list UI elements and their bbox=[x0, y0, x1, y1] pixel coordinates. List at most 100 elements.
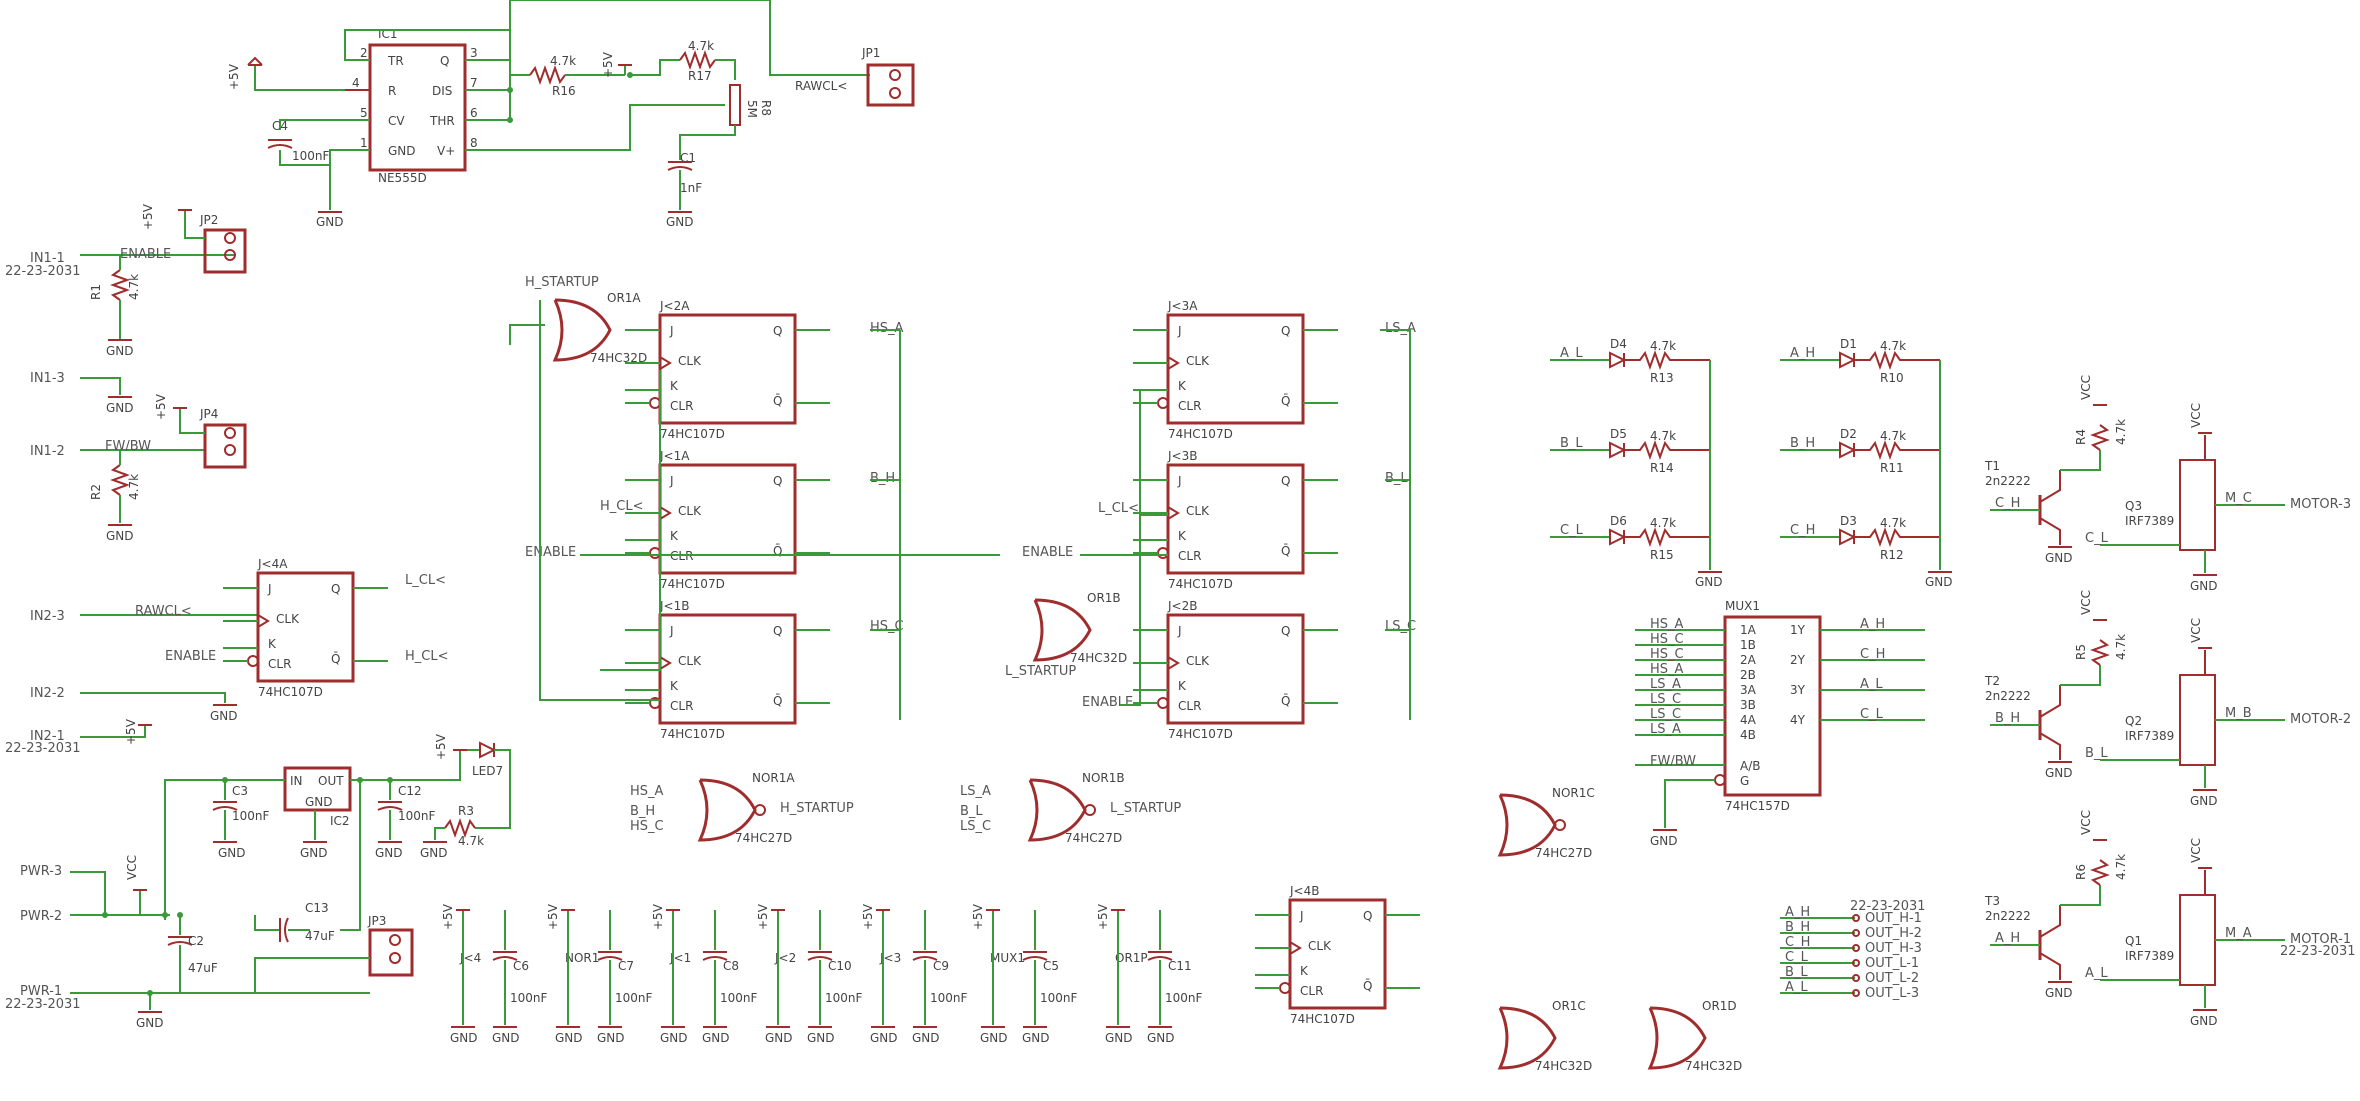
gnd-label: GND bbox=[702, 1031, 730, 1045]
net-label: LS_A bbox=[960, 784, 991, 799]
gnd-label: GND bbox=[2045, 766, 2073, 780]
ff-pin: K bbox=[1178, 529, 1187, 543]
gate-label: NOR1C bbox=[1552, 786, 1595, 800]
r8-label: R8 bbox=[759, 100, 773, 116]
net-label: FW/BW bbox=[1650, 754, 1696, 769]
transistor-value: 2n2222 bbox=[1985, 909, 2031, 923]
supply-label: +5V bbox=[227, 63, 241, 90]
gate-label: NOR1A bbox=[752, 771, 795, 785]
gate-part: 74HC32D bbox=[1535, 1059, 1592, 1073]
conn-in11: IN1-1 bbox=[30, 251, 65, 266]
ff-pin: Q̄ bbox=[773, 394, 782, 408]
resistor-value: 4.7k bbox=[2114, 419, 2128, 445]
gnd-label: GND bbox=[1925, 575, 1953, 589]
ff-part: 74HC107D bbox=[1168, 727, 1233, 741]
ff-label: J<3B bbox=[1167, 449, 1197, 463]
ff-pin: J bbox=[669, 324, 674, 338]
resistor-label: R13 bbox=[1650, 371, 1674, 385]
conn-part: 22-23-2031 bbox=[5, 264, 81, 279]
cap-label: C5 bbox=[1043, 959, 1059, 973]
ic-power-label: MUX1 bbox=[990, 951, 1025, 965]
gate-label: NOR1B bbox=[1082, 771, 1125, 785]
cap-value: 100nF bbox=[510, 991, 548, 1005]
transistor-label: T2 bbox=[1984, 674, 2000, 688]
ff-pin: Q̄ bbox=[773, 694, 782, 708]
gnd-label: GND bbox=[218, 846, 246, 860]
gnd-label: GND bbox=[106, 401, 134, 415]
resistor-value: 4.7k bbox=[2114, 854, 2128, 880]
gate-group: OR1A74HC32DOR1B74HC32DOR1C74HC32DOR1D74H… bbox=[552, 291, 1742, 1073]
net-label: L_CL< bbox=[405, 573, 446, 588]
net-label: B_H bbox=[630, 804, 655, 819]
net-label: FW/BW bbox=[105, 439, 151, 454]
ff-pin: Q̄ bbox=[1281, 694, 1290, 708]
net-label: H_CL< bbox=[600, 499, 644, 514]
led-label: D1 bbox=[1840, 337, 1857, 351]
ff-pin: CLR bbox=[670, 399, 693, 413]
ic-power-label: J<2 bbox=[774, 951, 796, 965]
mosfet-value: IRF7389 bbox=[2125, 514, 2174, 528]
ff-pin: J bbox=[1177, 624, 1182, 638]
ic1-value: NE555D bbox=[378, 171, 427, 185]
net-label: A_L bbox=[1560, 346, 1583, 361]
net-label: HS_C bbox=[1650, 632, 1684, 647]
gnd-label: GND bbox=[2190, 794, 2218, 808]
gnd-label: GND bbox=[492, 1031, 520, 1045]
led-label: D6 bbox=[1610, 514, 1627, 528]
jp1-label: JP1 bbox=[861, 46, 880, 60]
net-label: C_H bbox=[1790, 523, 1815, 538]
resistor-label: R6 bbox=[2074, 864, 2088, 880]
ic-power-label: NOR1 bbox=[565, 951, 599, 965]
supply-label: VCC bbox=[2079, 590, 2093, 615]
resistor-label: R4 bbox=[2074, 429, 2088, 445]
net-label: HS_C bbox=[630, 819, 664, 834]
ic1-pin-tr: TR bbox=[387, 54, 404, 68]
ff-pin: Q bbox=[773, 324, 782, 338]
nor-gate: NOR1A 74HC27D bbox=[697, 771, 795, 845]
ic2-out: OUT bbox=[318, 774, 344, 788]
net-label: RAWCL< bbox=[795, 79, 847, 93]
conn-in22: IN2-2 bbox=[30, 686, 65, 701]
gate-part: 74HC32D bbox=[1070, 651, 1127, 665]
supply-label: +5V bbox=[124, 718, 138, 745]
gate-part: 74HC27D bbox=[735, 831, 792, 845]
gnd-label: GND bbox=[106, 344, 134, 358]
mux-pin: 1B bbox=[1740, 638, 1756, 652]
mux-pin: 2B bbox=[1740, 668, 1756, 682]
ic1-pin-vplus: V+ bbox=[437, 144, 455, 158]
gnd-label: GND bbox=[2045, 986, 2073, 1000]
ic-power-label: J<4 bbox=[459, 951, 481, 965]
cap-value: 100nF bbox=[1040, 991, 1078, 1005]
net-label: LS_C bbox=[1650, 692, 1681, 707]
net-label: LS_C bbox=[1385, 619, 1416, 634]
ff-pin: Q bbox=[773, 474, 782, 488]
ff-part: 74HC107D bbox=[1168, 577, 1233, 591]
net-label: C_L bbox=[1860, 707, 1884, 722]
net-label: ENABLE bbox=[165, 649, 216, 664]
ic-power-label: J<1 bbox=[669, 951, 691, 965]
r3-value: 4.7k bbox=[458, 834, 484, 848]
mosfet-label: Q1 bbox=[2125, 934, 2142, 948]
conn-pin: OUT_H-3 bbox=[1865, 941, 1922, 956]
conn-pin: OUT_L-1 bbox=[1865, 956, 1919, 971]
ic1-pin-gnd: GND bbox=[388, 144, 416, 158]
ff-pin: CLR bbox=[1300, 984, 1323, 998]
c2-value: 47uF bbox=[188, 961, 218, 975]
ff-part: 74HC107D bbox=[1290, 1012, 1355, 1026]
transistor-label: T3 bbox=[1984, 894, 2000, 908]
net-label: L_CL< bbox=[1098, 501, 1139, 516]
net-label: H_STARTUP bbox=[525, 275, 599, 290]
ff-pin: Q bbox=[331, 582, 340, 596]
ff-pin: CLK bbox=[1308, 939, 1332, 953]
supply-label: VCC bbox=[2079, 810, 2093, 835]
ff-pin: Q bbox=[773, 624, 782, 638]
